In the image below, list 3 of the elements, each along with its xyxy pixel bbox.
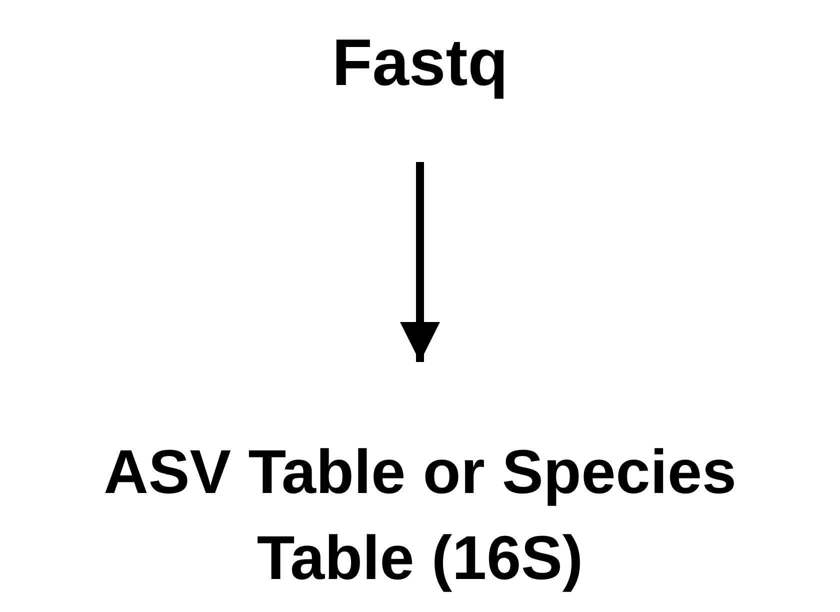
node-label: ASV Table or Species Table (16S): [102, 437, 738, 595]
arrow: [400, 162, 440, 362]
node-label: Fastq: [330, 24, 510, 101]
